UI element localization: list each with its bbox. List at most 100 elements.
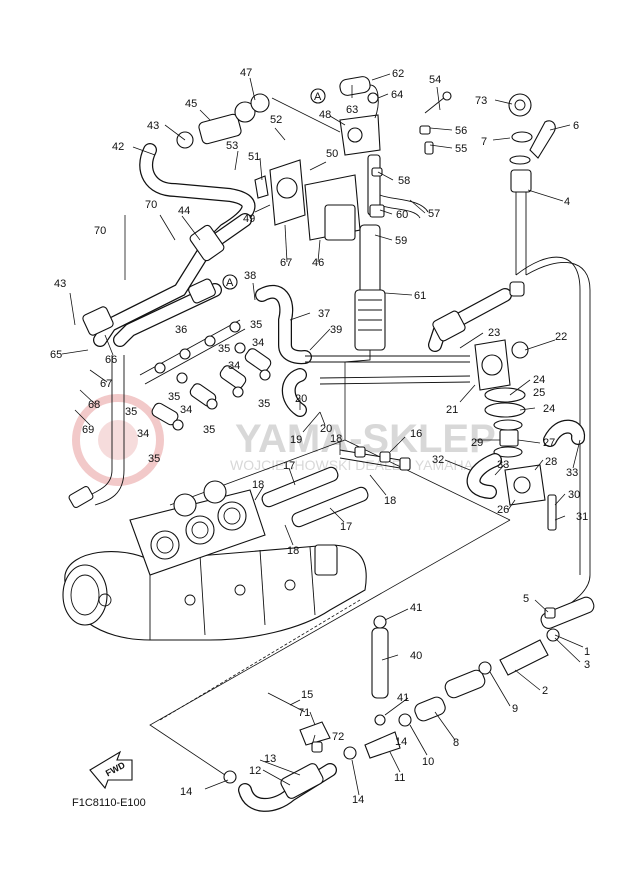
callout-60: 60: [396, 209, 408, 221]
reference-marker-mid: A: [226, 277, 234, 289]
top-left-valve: [176, 93, 270, 149]
callout-47: 47: [240, 67, 252, 79]
callout-34-b: 34: [228, 360, 240, 372]
callout-72: 72: [332, 731, 344, 743]
callout-64: 64: [391, 89, 403, 101]
callout-56: 56: [455, 125, 467, 137]
callout-1: 1: [584, 646, 590, 658]
callout-48: 48: [319, 109, 331, 121]
callout-54: 54: [429, 74, 441, 86]
callout-43-top: 43: [147, 120, 159, 132]
callout-19: 19: [290, 434, 302, 446]
callout-21: 21: [446, 404, 458, 416]
callout-20-a: 20: [295, 393, 307, 405]
callout-36: 36: [175, 324, 187, 336]
callout-41-b: 41: [397, 692, 409, 704]
exhaust-manifold: [62, 480, 367, 641]
crossover-pipes: [281, 355, 471, 417]
bypass-hoses-17: [261, 446, 411, 528]
callout-29: 29: [471, 437, 483, 449]
callout-37: 37: [318, 308, 330, 320]
callout-6: 6: [573, 120, 579, 132]
callout-3: 3: [584, 659, 590, 671]
callout-71: 71: [298, 707, 310, 719]
callout-61: 61: [414, 290, 426, 302]
watermark-logo-ring: [72, 394, 164, 486]
callout-5: 5: [523, 593, 529, 605]
callout-14-right: 14: [352, 794, 364, 806]
callout-67-left: 67: [100, 378, 112, 390]
callout-40: 40: [410, 650, 422, 662]
center-housing: [254, 159, 361, 241]
callout-28: 28: [545, 456, 557, 468]
callout-62: 62: [392, 68, 404, 80]
callout-50: 50: [326, 148, 338, 160]
callout-labels: 1 2 3 4 5 6 7 8 9 10 11 12 13 14 14 14 1…: [50, 67, 590, 806]
callout-73: 73: [475, 95, 487, 107]
assembly-boundary-lines: [149, 97, 511, 776]
right-long-hose: [510, 169, 591, 611]
callout-32: 32: [432, 454, 444, 466]
callout-33-b: 33: [566, 467, 578, 479]
callout-57: 57: [428, 208, 440, 220]
callout-67-center: 67: [280, 257, 292, 269]
corrugated-hose-66: [82, 306, 114, 336]
lower-hose-assembly: [223, 596, 595, 812]
callout-24-b: 24: [543, 403, 555, 415]
callout-35-d: 35: [125, 406, 137, 418]
watermark-logo-core: [98, 420, 138, 460]
callout-26: 26: [497, 504, 509, 516]
callout-15: 15: [301, 689, 313, 701]
callout-27: 27: [543, 437, 555, 449]
callout-7: 7: [481, 136, 487, 148]
right-diagonal-hose: [428, 281, 525, 352]
diagram-code: F1C8110-E100: [72, 797, 146, 809]
callout-63: 63: [346, 104, 358, 116]
callout-55: 55: [455, 143, 467, 155]
hose-connector-4: [510, 169, 532, 193]
forward-arrow: FWD: [89, 750, 133, 790]
callout-20-b: 20: [320, 423, 332, 435]
callout-10: 10: [422, 756, 434, 768]
callout-35-a: 35: [250, 319, 262, 331]
filler-cap: [508, 93, 556, 165]
callout-35-f: 35: [203, 424, 215, 436]
callout-18-d: 18: [287, 545, 299, 557]
left-drain-hose: [68, 355, 125, 509]
callout-43-left: 43: [54, 278, 66, 290]
callout-12: 12: [249, 765, 261, 777]
callout-14-upper: 14: [395, 736, 407, 748]
watermark-subtitle: WOJCIECHOWSKI DEALER YAMAHA: [230, 457, 474, 473]
callout-4: 4: [564, 196, 570, 208]
callout-69: 69: [82, 424, 94, 436]
callout-25: 25: [533, 387, 545, 399]
callout-42: 42: [112, 141, 124, 153]
callout-53: 53: [226, 140, 238, 152]
callout-17-lower: 17: [340, 521, 352, 533]
callout-33-a: 33: [497, 459, 509, 471]
thermostat-assembly: [466, 339, 585, 531]
callout-leaders: [61, 73, 584, 796]
callout-41-a: 41: [410, 602, 422, 614]
callout-17-upper: 17: [283, 460, 295, 472]
callout-34-a: 34: [252, 337, 264, 349]
callout-30: 30: [568, 489, 580, 501]
callout-34-c: 34: [180, 404, 192, 416]
callout-51: 51: [248, 151, 260, 163]
vertical-pipe-59: [344, 224, 386, 363]
callout-46: 46: [312, 257, 324, 269]
callout-58: 58: [398, 175, 410, 187]
callout-35-b: 35: [218, 343, 230, 355]
upper-left-hoses: [82, 143, 256, 347]
callout-13: 13: [264, 753, 276, 765]
callout-16: 16: [410, 428, 422, 440]
corrugated-hose-44: [189, 224, 225, 262]
callout-66: 66: [105, 354, 117, 366]
callout-34-d: 34: [137, 428, 149, 440]
small-hoses-57: [369, 167, 429, 219]
callout-14-left: 14: [180, 786, 192, 798]
callout-39: 39: [330, 324, 342, 336]
callout-35-e: 35: [148, 453, 160, 465]
callout-2: 2: [542, 685, 548, 697]
callout-9: 9: [512, 703, 518, 715]
